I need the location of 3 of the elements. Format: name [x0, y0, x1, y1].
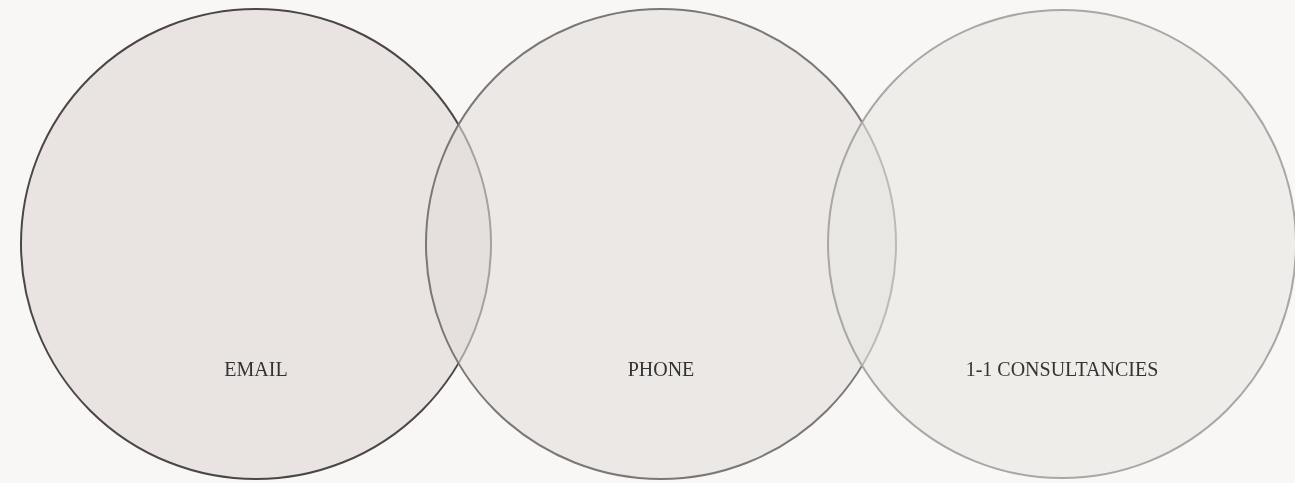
- circle-label: 1-1 CONSULTANCIES: [964, 358, 1160, 381]
- circle-label: PHONE: [626, 358, 696, 381]
- circle-label: EMAIL: [223, 358, 289, 381]
